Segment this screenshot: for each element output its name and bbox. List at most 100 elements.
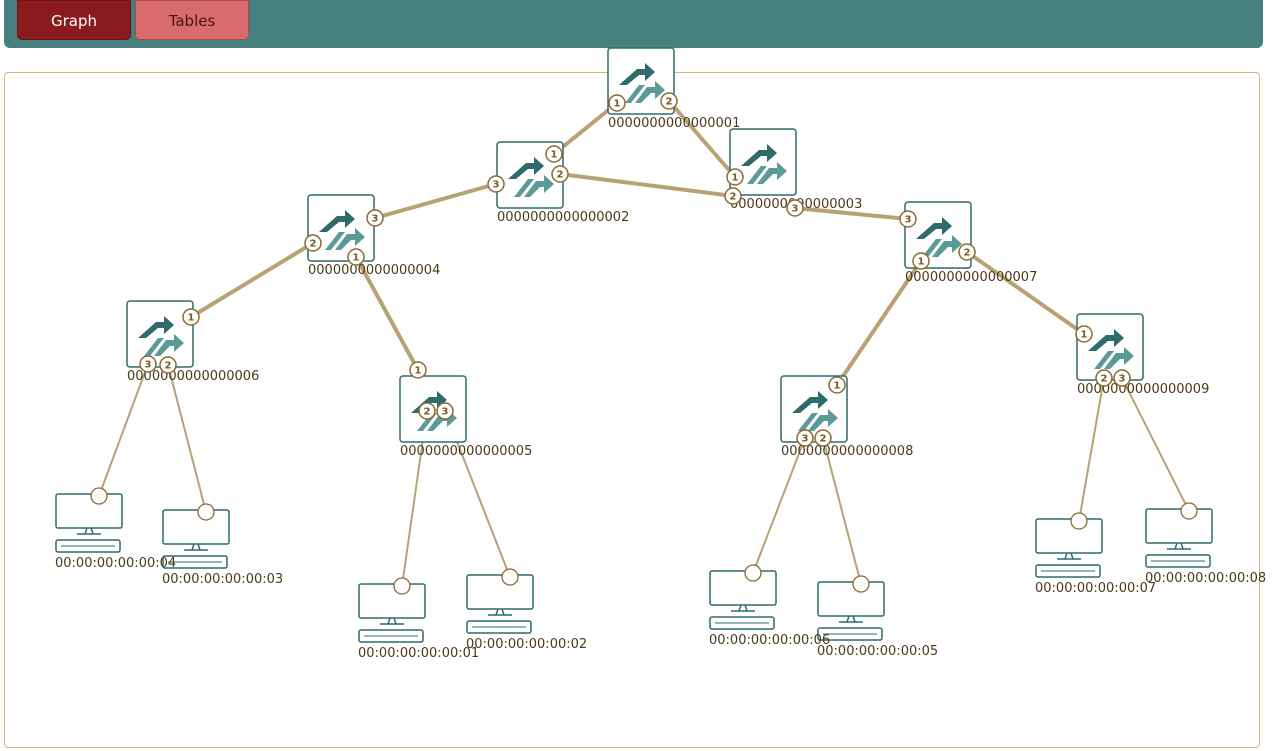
svg-text:1: 1 [188, 313, 195, 324]
svg-text:1: 1 [614, 99, 621, 110]
tab-tables[interactable]: Tables [135, 0, 249, 40]
computer-icon [466, 574, 534, 634]
switch-icon [741, 144, 787, 184]
host-node[interactable]: 00:00:00:00:00:05 [817, 575, 938, 659]
svg-text:1: 1 [834, 381, 841, 392]
topology-graph-panel: 0000000000000001 0000000000000002 00000000… [4, 47, 1266, 749]
tab-graph[interactable]: Graph [17, 0, 131, 40]
host-label: 00:00:00:00:00:04 [55, 556, 176, 571]
computer-icon [55, 493, 123, 553]
port-badge: 1 [545, 145, 563, 163]
host-port-badge [393, 577, 411, 595]
svg-text:1: 1 [918, 257, 925, 268]
port-badge: 3 [796, 429, 814, 447]
top-nav-bar: Graph Tables [4, 0, 1263, 48]
switch-link[interactable] [354, 256, 420, 371]
switch-icon [319, 210, 365, 250]
host-port-badge [1180, 502, 1198, 520]
port-badge: 1 [1075, 325, 1093, 343]
port-badge: 2 [958, 243, 976, 261]
switch-node[interactable]: 0000000000000002 [496, 141, 629, 225]
nodes-layer: 0000000000000001 0000000000000002 00000000… [55, 47, 1266, 661]
topology-graph[interactable]: 0000000000000001 0000000000000002 00000000… [5, 47, 1266, 749]
switch-frame [904, 201, 972, 269]
switch-link[interactable] [965, 250, 1086, 336]
host-node[interactable]: 00:00:00:00:00:04 [55, 487, 176, 571]
switch-node[interactable]: 0000000000000009 [1076, 313, 1209, 397]
switch-label: 0000000000000007 [905, 270, 1037, 285]
switch-node[interactable]: 0000000000000007 [904, 201, 1037, 285]
host-node[interactable]: 00:00:00:00:00:02 [466, 568, 587, 652]
svg-text:3: 3 [802, 434, 809, 445]
host-port-badge [1070, 512, 1088, 530]
switch-link[interactable] [552, 101, 619, 156]
switch-link[interactable] [794, 206, 909, 221]
svg-text:3: 3 [372, 214, 379, 225]
switch-link[interactable] [374, 182, 497, 220]
port-badge: 2 [159, 356, 177, 374]
switch-label: 0000000000000008 [781, 444, 913, 459]
switch-node[interactable]: 0000000000000008 [780, 375, 913, 459]
host-link[interactable] [822, 437, 862, 585]
svg-text:2: 2 [666, 97, 673, 108]
switch-link[interactable] [559, 172, 734, 198]
switch-label: 0000000000000002 [497, 210, 629, 225]
switch-icon [916, 217, 962, 257]
switch-frame [1076, 313, 1144, 381]
svg-text:3: 3 [442, 407, 449, 418]
switch-link[interactable] [835, 259, 923, 387]
port-badge: 2 [304, 234, 322, 252]
host-link[interactable] [1121, 377, 1190, 512]
switch-node[interactable]: 0000000000000006 [126, 300, 259, 384]
svg-text:2: 2 [557, 170, 564, 181]
host-node[interactable]: 00:00:00:00:00:01 [358, 577, 479, 661]
host-port-badge [501, 568, 519, 586]
switch-label: 0000000000000006 [127, 369, 259, 384]
host-port-badge [90, 487, 108, 505]
computer-icon [817, 581, 885, 641]
switch-link[interactable] [667, 99, 737, 179]
host-node[interactable]: 00:00:00:00:00:06 [709, 564, 830, 648]
host-link[interactable] [167, 364, 207, 513]
port-badge: 1 [347, 248, 365, 266]
host-port-badge [197, 503, 215, 521]
host-link[interactable] [1078, 377, 1105, 522]
host-label: 00:00:00:00:00:03 [162, 572, 283, 587]
port-badge: 2 [814, 429, 832, 447]
switch-label: 0000000000000005 [400, 444, 532, 459]
port-badge: 2 [1095, 369, 1113, 387]
host-link[interactable] [98, 363, 149, 497]
port-badge: 2 [724, 187, 742, 205]
switch-icon [619, 63, 665, 103]
port-badge: 1 [409, 361, 427, 379]
svg-text:1: 1 [551, 150, 558, 161]
host-label: 00:00:00:00:00:05 [817, 644, 938, 659]
host-node[interactable]: 00:00:00:00:00:07 [1035, 512, 1156, 596]
svg-text:1: 1 [353, 253, 360, 264]
switch-node[interactable]: 0000000000000001 [607, 47, 740, 131]
host-link[interactable] [752, 437, 806, 574]
svg-text:2: 2 [310, 239, 317, 250]
switch-frame [729, 128, 797, 196]
links-layer [98, 99, 1190, 587]
svg-text:2: 2 [1101, 374, 1108, 385]
svg-text:1: 1 [415, 366, 422, 377]
host-label: 00:00:00:00:00:07 [1035, 581, 1156, 596]
port-badge: 1 [912, 252, 930, 270]
switch-frame [780, 375, 848, 443]
host-label: 00:00:00:00:00:02 [466, 637, 587, 652]
host-node[interactable]: 00:00:00:00:00:08 [1145, 502, 1266, 586]
svg-text:3: 3 [493, 180, 500, 191]
switch-node[interactable]: 0000000000000004 [307, 194, 440, 278]
switch-node[interactable]: 0000000000000005 [399, 375, 532, 459]
host-node[interactable]: 00:00:00:00:00:03 [162, 503, 283, 587]
svg-text:2: 2 [424, 407, 431, 418]
svg-text:2: 2 [730, 192, 737, 203]
switch-link[interactable] [189, 241, 315, 319]
host-port-badge [852, 575, 870, 593]
port-badge: 2 [418, 402, 436, 420]
switch-frame [607, 47, 675, 115]
switch-icon [792, 391, 838, 431]
switch-label: 0000000000000001 [608, 116, 740, 131]
